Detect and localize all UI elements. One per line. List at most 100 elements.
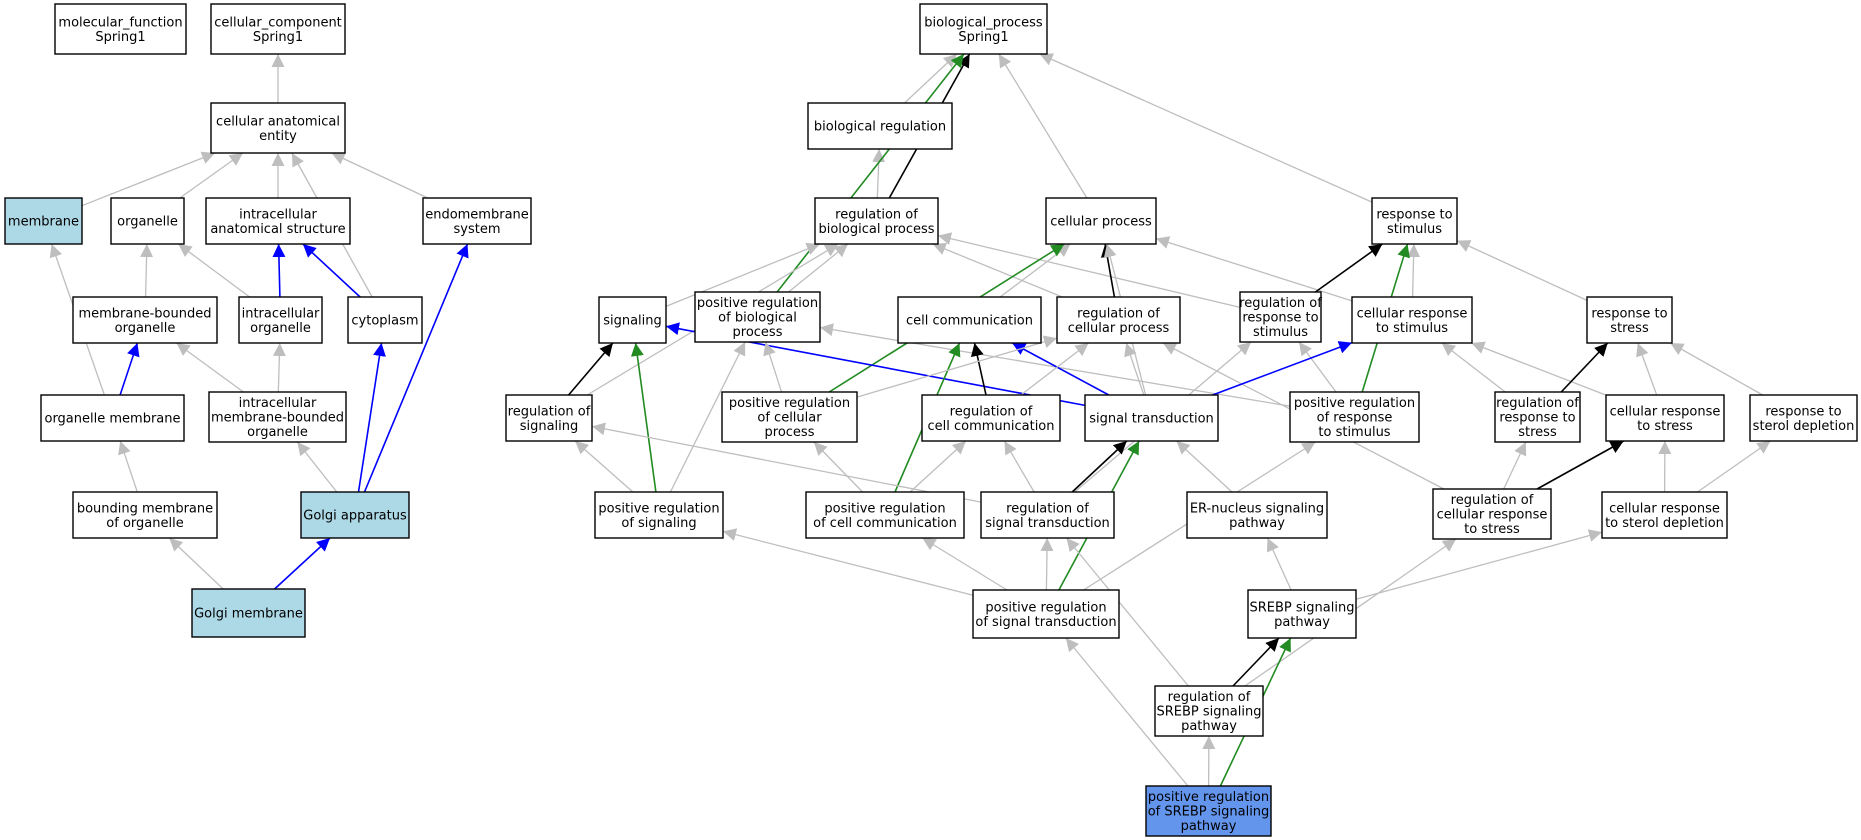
node-label-line: endomembrane: [425, 207, 529, 222]
node-bio-reg[interactable]: biological regulation: [807, 102, 953, 150]
edge-is-a: [1503, 441, 1527, 490]
node-label-line: stimulus: [1253, 325, 1308, 340]
node-label-line: Spring1: [95, 30, 145, 45]
node-label-line: system: [454, 222, 501, 237]
node-box: [422, 197, 532, 245]
edge-is-a: [1697, 440, 1771, 493]
edge-part-of: [1011, 342, 1110, 396]
node-box: [1601, 491, 1728, 539]
node-box: [54, 3, 187, 55]
node-label-line: of signaling: [621, 516, 696, 531]
node-label-line: regulation of: [1077, 306, 1160, 321]
node-label-line: organelle membrane: [44, 412, 180, 427]
node-label-line: cellular anatomical: [216, 114, 340, 129]
node-signaling[interactable]: signaling: [598, 296, 667, 344]
node-label-line: intracellular: [239, 396, 317, 411]
node-box: [347, 296, 423, 344]
node-label-line: regulation of: [950, 404, 1033, 419]
node-box: [814, 197, 939, 245]
node-golgi-mem[interactable]: Golgi membrane: [191, 588, 306, 638]
edge-is-a: [140, 243, 154, 298]
node-box: [72, 296, 218, 344]
node-box: [40, 394, 185, 442]
edge-is-a: [178, 243, 250, 298]
edge-is-a: [722, 528, 974, 596]
node-golgi[interactable]: Golgi apparatus: [300, 491, 410, 539]
node-box: [1351, 296, 1473, 344]
node-box: [1045, 197, 1157, 245]
edge-positively-regulates: [630, 342, 657, 493]
edge-regulates: [1536, 440, 1624, 490]
node-box: [110, 197, 185, 245]
node-cytoplasm[interactable]: cytoplasm: [347, 296, 423, 344]
node-label-line: anatomical structure: [210, 222, 345, 237]
node-label-line: cell communication: [906, 314, 1033, 329]
node-label-line: response to: [1499, 411, 1575, 426]
node-organelle[interactable]: organelle: [110, 197, 185, 245]
node-label-line: organelle: [115, 321, 176, 336]
node-label-line: cellular response: [1610, 404, 1721, 419]
node-label-line: biological_process: [924, 15, 1043, 30]
node-box: [1145, 785, 1272, 837]
node-om[interactable]: organelle membrane: [40, 394, 185, 442]
node-label-line: cellular response: [1357, 306, 1468, 321]
node-label-line: organelle: [250, 321, 311, 336]
node-label-line: Golgi membrane: [194, 607, 303, 622]
node-box: [1056, 296, 1181, 344]
node-label-line: signal transduction: [1089, 412, 1214, 427]
node-membrane[interactable]: membrane: [4, 197, 83, 245]
edge-is-a: [763, 341, 783, 393]
node-box: [1432, 488, 1552, 540]
edge-is-a: [1003, 440, 1035, 493]
edge-is-a: [872, 148, 886, 199]
node-label-line: positive regulation: [1294, 396, 1415, 411]
node-label-line: Spring1: [958, 30, 1008, 45]
node-cell-comm[interactable]: cell communication: [897, 296, 1042, 344]
node-cell-proc[interactable]: cellular process: [1045, 197, 1157, 245]
edge-regulates: [1560, 342, 1609, 393]
node-box: [208, 391, 347, 443]
node-label-line: cellular process: [1050, 215, 1152, 230]
node-label-line: of response: [1317, 411, 1393, 426]
node-box: [4, 197, 83, 245]
node-label-line: of signal transduction: [975, 615, 1116, 630]
node-label-line: positive regulation: [985, 600, 1106, 615]
edge-is-a: [1039, 53, 1373, 203]
node-label-line: pathway: [1229, 516, 1285, 531]
node-sig-trans[interactable]: signal transduction: [1084, 394, 1219, 442]
